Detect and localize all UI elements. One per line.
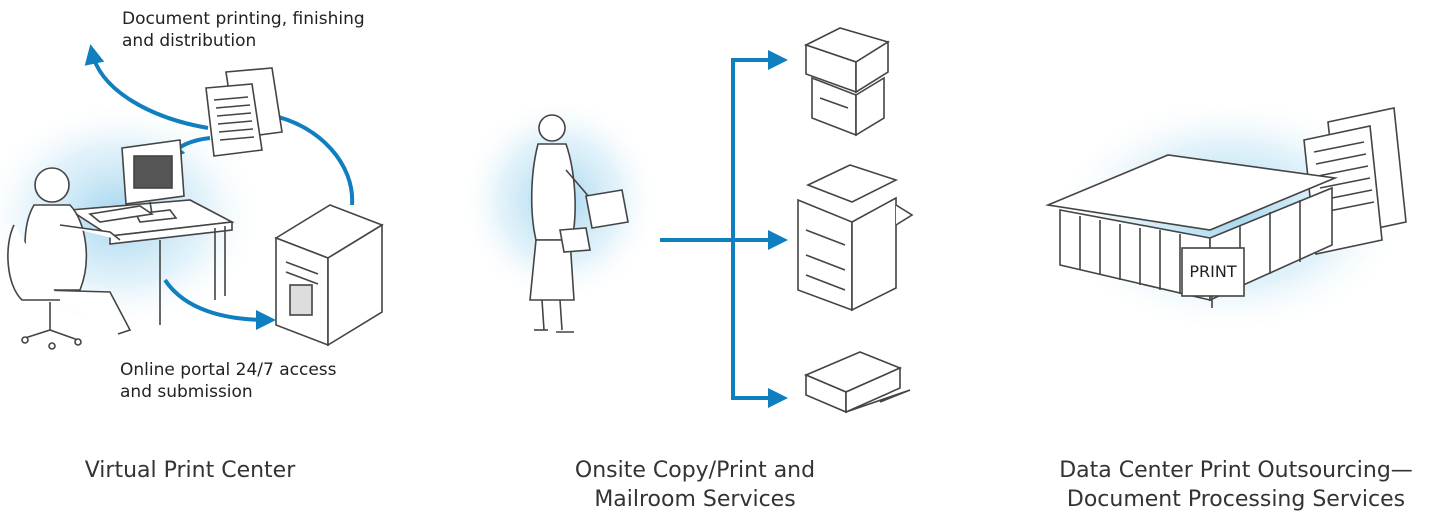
annotation-document-printing: Document printing, finishing and distrib… [122, 8, 365, 52]
virtual-print-center-panel [0, 52, 382, 349]
caption-virtual-print-center: Virtual Print Center [60, 456, 320, 485]
onsite-copy-print-panel [460, 28, 912, 412]
copier-large-icon [798, 165, 912, 310]
arrow-server-loop [270, 115, 352, 205]
document-stack-icon [206, 68, 282, 156]
annotation-online-portal: Online portal 24/7 access and submission [120, 359, 337, 403]
desktop-printer-icon [806, 352, 910, 412]
copier-top-icon [806, 28, 888, 135]
data-center-panel: PRINT [1048, 95, 1410, 335]
server-tower-icon [276, 205, 382, 345]
caption-onsite-copy-print: Onsite Copy/Print and Mailroom Services [520, 456, 870, 514]
distribution-arrows [660, 58, 780, 400]
print-sign-text: PRINT [1189, 262, 1236, 281]
caption-data-center: Data Center Print Outsourcing— Document … [1040, 456, 1432, 514]
